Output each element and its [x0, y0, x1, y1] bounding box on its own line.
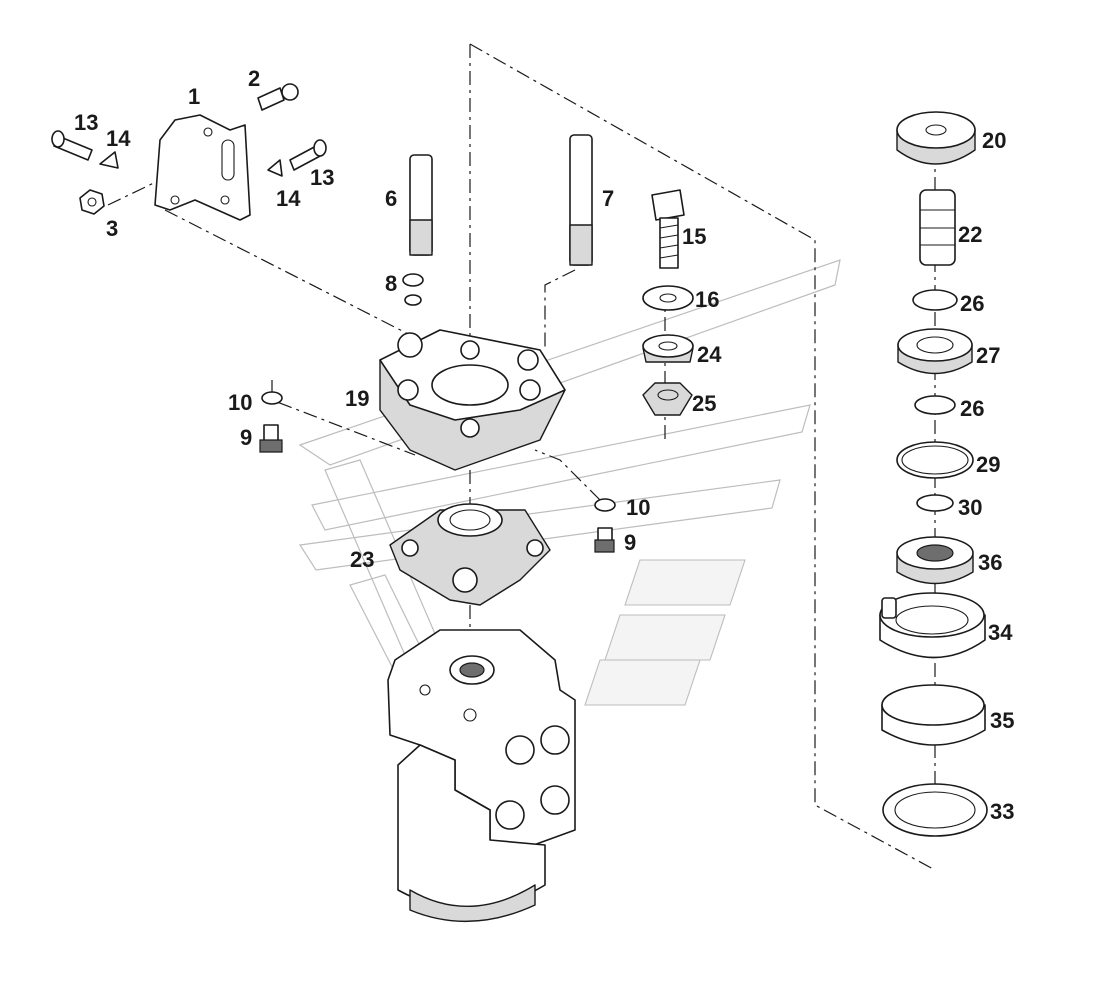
pin-part-short: [409, 154, 433, 256]
bolt-part-right: [289, 139, 327, 171]
washer-part-left: [99, 151, 119, 169]
housing-ring-part: [879, 592, 986, 659]
callout-19: 19: [345, 386, 369, 411]
callout-23: 23: [350, 547, 374, 572]
callout-14-right: 14: [276, 186, 301, 211]
callout-16: 16: [695, 287, 719, 312]
gasket-part: [882, 783, 988, 837]
ball-stud-part: [257, 83, 299, 111]
washer-part-10-right: [594, 498, 616, 512]
callout-labels: 1 2 3 13 14 14 13 6 7 8 15 16 24 25 10 9…: [74, 66, 1014, 824]
ring-part: [916, 494, 954, 512]
cap-part: [896, 111, 976, 165]
seal-holder-part: [896, 536, 974, 585]
callout-33: 33: [990, 799, 1014, 824]
callout-29: 29: [976, 452, 1000, 477]
callout-36: 36: [978, 550, 1002, 575]
callout-3: 3: [106, 216, 118, 241]
hex-bolt-part: [651, 189, 685, 269]
callout-9-right: 9: [624, 530, 636, 555]
circlip-part: [896, 441, 974, 479]
nut-part: [79, 189, 105, 215]
callout-2: 2: [248, 66, 260, 91]
callout-10-left: 10: [228, 390, 252, 415]
callout-13-right: 13: [310, 165, 334, 190]
hex-nut-part: [642, 382, 693, 416]
callout-6: 6: [385, 186, 397, 211]
spline-shaft-part: [919, 189, 956, 266]
callout-24: 24: [697, 342, 722, 367]
sleeve-part: [881, 684, 986, 746]
callout-26-lower: 26: [960, 396, 984, 421]
screw-part-9-right: [594, 527, 615, 553]
flat-washer-part: [642, 285, 694, 311]
washer-part-right: [267, 159, 283, 177]
callout-10-right: 10: [626, 495, 650, 520]
callout-27: 27: [976, 343, 1000, 368]
callout-34: 34: [988, 620, 1013, 645]
pin-part-long: [569, 134, 593, 266]
callout-13-left: 13: [74, 110, 98, 135]
watermark-logo: [298, 259, 841, 761]
bracket-part: [154, 114, 251, 221]
washer-part-10-left: [261, 391, 283, 405]
bolt-part-left: [51, 130, 93, 161]
bearing-part: [897, 328, 973, 375]
callout-9-left: 9: [240, 425, 252, 450]
callout-15: 15: [682, 224, 706, 249]
snap-ring-part-lower: [914, 395, 956, 415]
callout-26-upper: 26: [960, 291, 984, 316]
seal-washer-part: [402, 273, 424, 306]
callout-30: 30: [958, 495, 982, 520]
callout-1: 1: [188, 84, 200, 109]
callout-22: 22: [958, 222, 982, 247]
callout-25: 25: [692, 391, 716, 416]
snap-ring-part-upper: [912, 289, 958, 311]
callout-35: 35: [990, 708, 1014, 733]
lower-flange-part: [389, 503, 551, 606]
callout-8: 8: [385, 271, 397, 296]
callout-20: 20: [982, 128, 1006, 153]
spacer-part: [642, 334, 694, 363]
upper-flange-part: [379, 329, 566, 471]
callout-7: 7: [602, 186, 614, 211]
screw-part-9-left: [259, 424, 283, 453]
steering-unit-body: [387, 629, 576, 922]
callout-14-left: 14: [106, 126, 131, 151]
